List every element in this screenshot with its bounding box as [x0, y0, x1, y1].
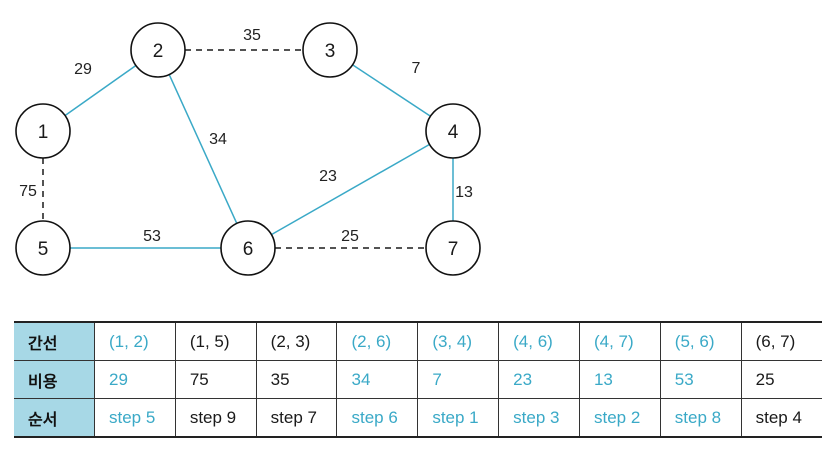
order-cell: step 1	[417, 398, 499, 438]
node-circle	[425, 103, 481, 159]
edge-table-container: 간선 (1, 2)(1, 5)(2, 3)(2, 6)(3, 4)(4, 6)(…	[14, 321, 822, 438]
node-7: 7	[425, 220, 481, 276]
edge-3-4	[352, 64, 431, 117]
cost-cell: 53	[659, 360, 742, 399]
node-circle	[425, 220, 481, 276]
edge-weight-label: 13	[455, 184, 473, 201]
order-cell: step 2	[578, 398, 661, 438]
edge-weight-label: 25	[341, 228, 359, 245]
order-row-header: 순서	[14, 398, 95, 438]
node-circle	[220, 220, 276, 276]
cost-cell: 13	[578, 360, 661, 399]
order-cell: step 5	[94, 398, 176, 438]
cost-cell: 25	[740, 360, 822, 399]
node-6: 6	[220, 220, 276, 276]
cost-cell: 7	[417, 360, 499, 399]
edge-cell: (1, 2)	[94, 321, 176, 361]
edge-row-header: 간선	[14, 321, 95, 361]
edge-1-2	[64, 64, 137, 117]
edge-cell: (5, 6)	[659, 321, 742, 361]
edge-weight-label: 53	[143, 228, 161, 245]
edge-weight-label: 34	[209, 131, 227, 148]
edge-weight-label: 29	[74, 61, 92, 78]
edge-cell: (4, 7)	[578, 321, 661, 361]
edge-cell: (6, 7)	[740, 321, 822, 361]
node-label: 5	[38, 239, 49, 260]
node-label: 3	[325, 41, 336, 62]
order-cell: step 9	[174, 398, 257, 438]
order-cell: step 6	[336, 398, 418, 438]
node-circle	[130, 22, 186, 78]
node-circle	[15, 220, 71, 276]
edge-weight-label: 23	[319, 168, 337, 185]
node-2: 2	[130, 22, 186, 78]
node-1: 1	[15, 103, 71, 159]
cost-cell: 23	[498, 360, 580, 399]
edge-2-6	[168, 74, 238, 224]
node-3: 3	[302, 22, 358, 78]
node-label: 2	[153, 41, 164, 62]
edge-weight-label: 75	[19, 183, 37, 200]
order-cell: step 7	[255, 398, 337, 438]
node-label: 7	[448, 239, 459, 260]
edge-weight-label: 35	[243, 27, 261, 44]
order-cell: step 3	[498, 398, 580, 438]
edge-cell: (1, 5)	[174, 321, 257, 361]
order-cell: step 4	[740, 398, 822, 438]
edge-weight-label: 7	[412, 60, 421, 77]
cost-row-header: 비용	[14, 360, 95, 399]
order-cell: step 8	[659, 398, 742, 438]
cost-cell: 29	[94, 360, 176, 399]
edge-cell: (2, 3)	[255, 321, 337, 361]
node-label: 1	[38, 122, 49, 143]
node-circle	[15, 103, 71, 159]
cost-cell: 34	[336, 360, 418, 399]
node-5: 5	[15, 220, 71, 276]
edge-4-6	[271, 143, 430, 236]
edge-row: 간선 (1, 2)(1, 5)(2, 3)(2, 6)(3, 4)(4, 6)(…	[14, 321, 822, 361]
node-label: 6	[243, 239, 254, 260]
edge-cell: (4, 6)	[498, 321, 580, 361]
edge-table: 간선 (1, 2)(1, 5)(2, 3)(2, 6)(3, 4)(4, 6)(…	[14, 321, 822, 438]
edge-cell: (3, 4)	[417, 321, 499, 361]
edge-cell: (2, 6)	[336, 321, 418, 361]
node-label: 4	[448, 122, 459, 143]
cost-cell: 75	[174, 360, 257, 399]
node-circle	[302, 22, 358, 78]
cost-cell: 35	[255, 360, 337, 399]
node-4: 4	[425, 103, 481, 159]
